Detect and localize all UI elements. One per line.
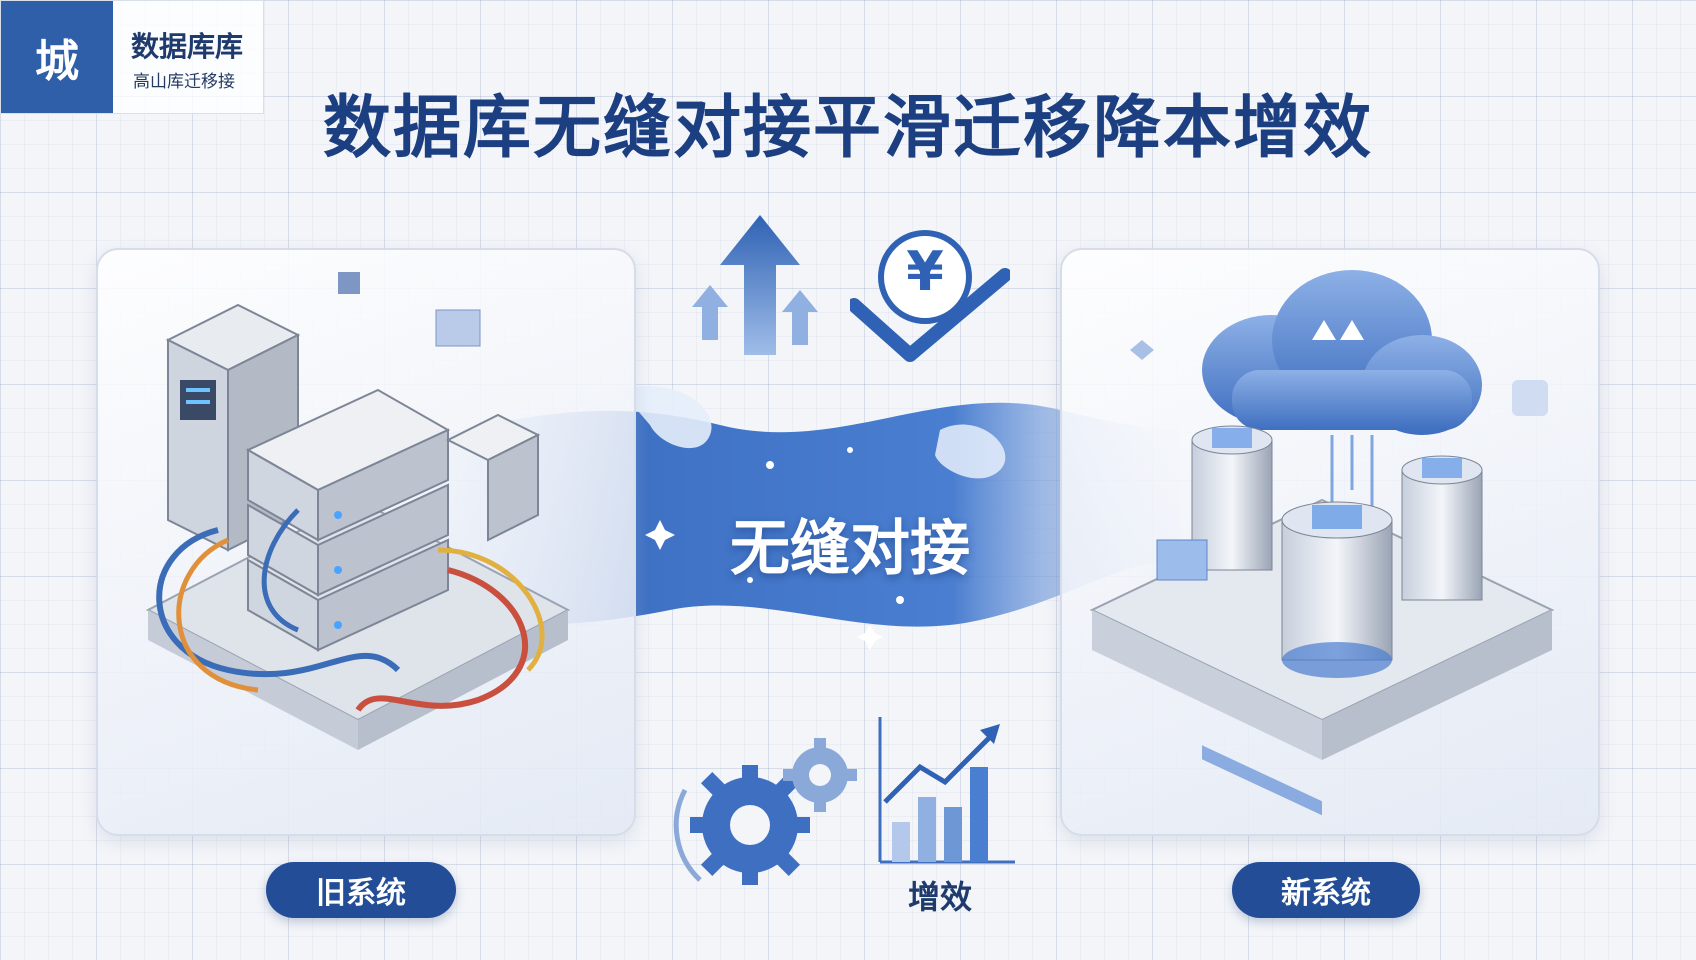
- gears-icon: [673, 738, 857, 885]
- growth-arrows-icon: [692, 215, 818, 355]
- cost-down-icon: [850, 230, 1010, 362]
- logo-subtitle: 高山库迁移接: [133, 72, 235, 92]
- yuan-symbol: ¥: [906, 240, 944, 303]
- old-system-label: 旧系统: [266, 862, 456, 918]
- logo-mark: 城: [1, 1, 113, 113]
- page-title: 数据库无缝对接平滑迁移降本增效: [322, 89, 1373, 168]
- efficiency-label: 增效: [907, 878, 972, 916]
- cloud-database-illustration: [1089, 270, 1555, 816]
- seamless-connect-label: 无缝对接: [730, 514, 970, 584]
- legacy-server-illustration: [145, 272, 571, 750]
- growth-chart-icon: [878, 717, 1015, 864]
- new-system-label: 新系统: [1232, 862, 1420, 918]
- new-system-panel: [1060, 248, 1600, 836]
- old-system-panel: [96, 248, 636, 836]
- logo-block: 城 数据库库 高山库迁移接: [0, 0, 264, 114]
- logo-title: 数据库库: [131, 30, 244, 63]
